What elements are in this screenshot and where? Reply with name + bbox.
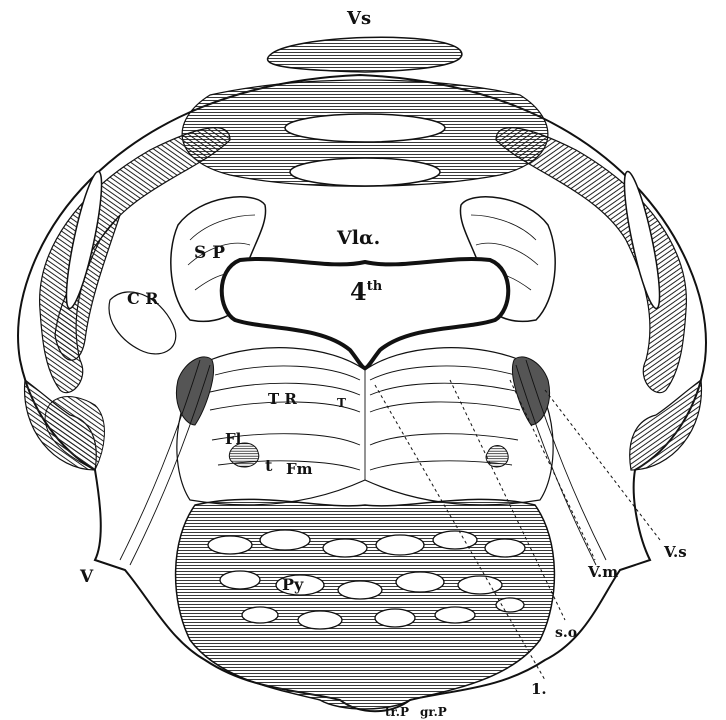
label-cr: C R (127, 289, 159, 308)
label-one: 1. (531, 680, 547, 698)
label-s-o: s.o (555, 625, 577, 641)
label-gr-p: gr.P (420, 705, 447, 719)
label-tr-p: tr.P (385, 705, 409, 719)
label-v-left: V (79, 567, 94, 587)
label-v-s: V.s (663, 543, 687, 561)
label-vs-top: Vs (346, 8, 371, 29)
label-py: Py (282, 575, 304, 594)
label-t-small: T (337, 396, 346, 410)
label-fm: Fm (286, 460, 313, 478)
right-lobe-outer (630, 380, 702, 470)
band-hole-1 (285, 114, 445, 142)
left-fold-2 (45, 397, 104, 470)
right-nucleus (486, 446, 508, 467)
label-tr: T R (268, 390, 297, 408)
label-fl: Fl (225, 430, 242, 448)
label-t: t (265, 456, 273, 475)
label-vla: Vlα. (336, 227, 380, 249)
vs-cap (268, 37, 462, 72)
label-v-m: V.m (587, 563, 618, 581)
label-sp: S P (194, 243, 225, 263)
band-hole-2 (290, 158, 440, 186)
